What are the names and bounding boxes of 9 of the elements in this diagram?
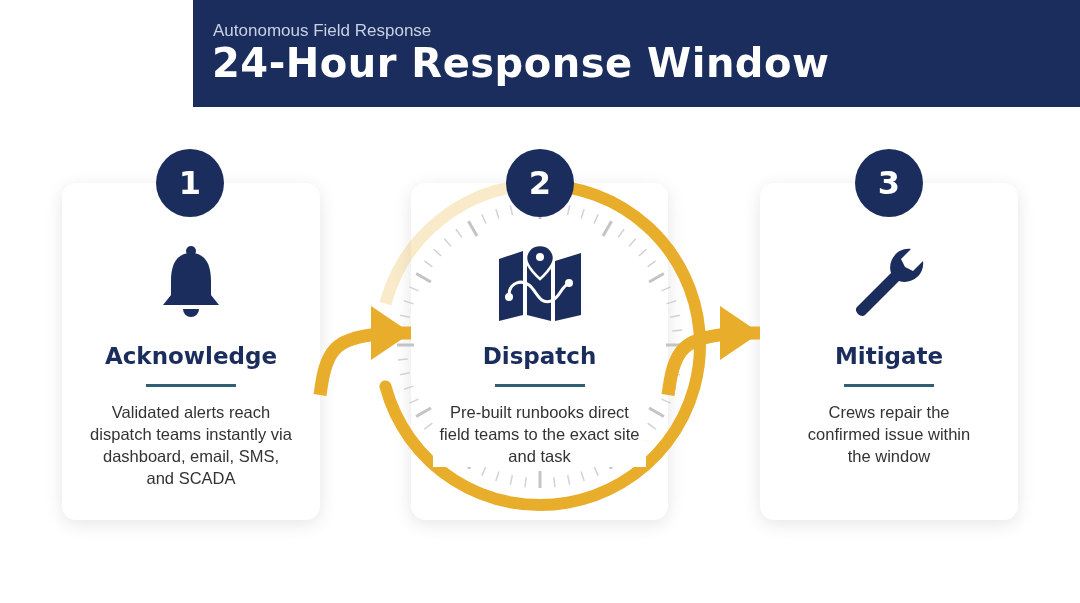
step-number-badge: 1 xyxy=(156,149,224,217)
step-heading: Dispatch xyxy=(481,343,598,369)
step-number-badge: 3 xyxy=(855,149,923,217)
flow-arrow xyxy=(661,306,762,396)
header-title: 24-Hour Response Window xyxy=(212,40,830,86)
step-heading: Mitigate xyxy=(833,343,945,369)
step-heading: Acknowledge xyxy=(103,343,279,369)
header-subtitle: Autonomous Field Response xyxy=(213,21,432,41)
step-number-badge: 2 xyxy=(506,149,574,217)
